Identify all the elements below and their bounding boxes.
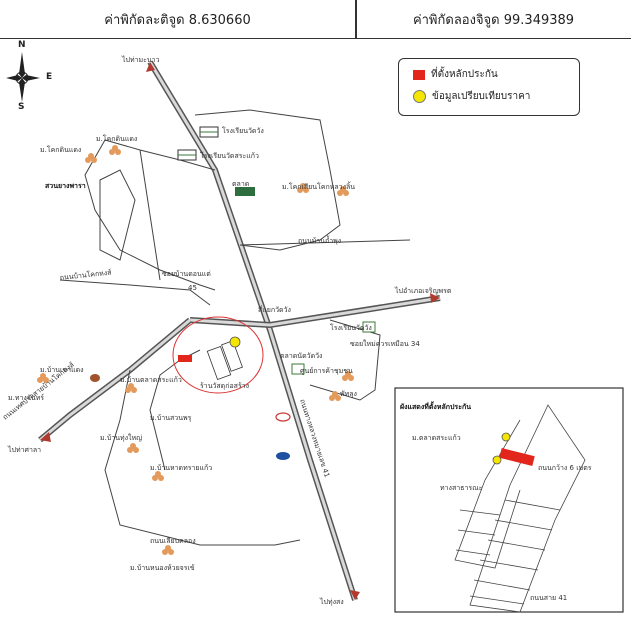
label-v-left2: ม.ทางจันทร์ <box>8 394 44 402</box>
east-road <box>189 295 441 329</box>
longitude-label: ค่าพิกัดลองจิจูด 99.349389 <box>412 12 575 28</box>
southwest-road <box>38 317 192 443</box>
inset-plots <box>454 404 586 613</box>
label-rubber: สวนยางพารา <box>45 182 86 190</box>
village-icons <box>37 145 354 555</box>
inset-title: ผังแสดงที่ตั้งหลักประกัน <box>400 400 471 411</box>
label-school-e: โรงเรียนวัดวัง <box>330 323 372 332</box>
legend-collateral-text: ที่ตั้งหลักประกัน <box>431 69 498 80</box>
label-coop: ศูนย์การค้าชุมชน <box>300 367 353 375</box>
collateral-buildings <box>206 340 243 381</box>
inset-marker-1 <box>501 432 511 442</box>
label-v-left4: ม.บ้านทุ่งใหญ่ <box>100 433 142 442</box>
label-v-bottom: ม.บ้านหนองห้วยจรเข้ <box>130 564 195 572</box>
inset-plan: ผังแสดงที่ตั้งหลักประกัน ม.ตลาดสระแก้ว ถ… <box>394 387 624 613</box>
inset-label: ทางสาธารณะ <box>440 484 483 492</box>
label-km: 45 <box>188 284 197 292</box>
label-school-top: โรงเรียนวัดวัง <box>222 126 264 135</box>
compass-icon <box>6 52 40 102</box>
label-road-sw: ถนนเทศบาลสายบ้านโคกหงส์ <box>1 360 77 422</box>
label-sw-end: ไปท่าศาลา <box>7 445 41 454</box>
label-bottom-end: ไปทุ่งสง <box>319 597 344 606</box>
inset-marker-2 <box>492 455 502 465</box>
label-shop2: ร้านวัสดุก่อสร้าง <box>200 382 249 390</box>
map-legend: ที่ตั้งหลักประกัน ข้อมูลเปรียบเทียบราคา <box>398 58 580 116</box>
label-soi-left: ซอยบ้านดอนแต่ <box>162 270 211 278</box>
minor-roads <box>59 109 411 546</box>
inset-collateral <box>499 448 535 466</box>
legend-comparable-text: ข้อมูลเปรียบเทียบราคา <box>432 91 531 102</box>
compass-north: N <box>18 40 26 50</box>
collateral-square-icon <box>413 69 425 80</box>
label-v-left1: ม.บ้านเขาแดง <box>40 366 84 374</box>
school-icons <box>177 126 376 375</box>
legend-comparable: ข้อมูลเปรียบเทียบราคา <box>413 89 530 104</box>
label-top-road: ไปท่ามะนาว <box>121 55 160 64</box>
inset-width: ถนนกว้าง 6 เมตร <box>538 464 592 472</box>
inset-village: ม.ตลาดสระแก้ว <box>412 434 461 442</box>
collateral-marker <box>178 355 192 362</box>
comparable-marker <box>229 336 241 348</box>
label-road-small: ถนนบ้านถ้ำพุง <box>298 234 341 245</box>
compass-east: E <box>46 72 53 82</box>
label-soi-e: ซอยใหม่ควรเหมือน 34 <box>350 339 420 348</box>
label-market: ตลาด <box>232 180 249 188</box>
main-highway <box>147 60 358 601</box>
collateral-area-circle <box>172 316 264 394</box>
label-school-mid: โรงเรียนวัดสระแก้ว <box>200 151 259 160</box>
landmark-logos <box>90 374 291 460</box>
map-text-labels: ไปท่ามะนาว โรงเรียนวัดวัง โรงเรียนวัดสระ… <box>1 55 452 606</box>
label-intersection: สี่แยกวัดวัง <box>258 305 291 314</box>
comparable-dot-icon <box>413 90 426 103</box>
location-map: ไปท่ามะนาว โรงเรียนวัดวัง โรงเรียนวัดสระ… <box>1 55 624 613</box>
label-to-east: ไปอำเภอเจริญพรต <box>394 286 452 295</box>
label-v-left3: ม.บ้านสวนพรุ <box>150 414 192 422</box>
compass-rose: N S E W <box>2 40 58 114</box>
legend-collateral: ที่ตั้งหลักประกัน <box>413 67 498 82</box>
label-road-left: ถนนบ้านโคกหงส์ <box>59 268 112 282</box>
label-shop1: พัทลุง <box>340 390 357 398</box>
label-village1: ม.โคกดินแดง <box>96 134 137 143</box>
label-village3: ม.โคกเสียนโคกหลวงลิ้น <box>282 180 355 191</box>
label-v-left6: ม.บ้านตลาดสระแก้ว <box>120 376 182 384</box>
label-road-s: ถนนเลียบคลอง <box>150 537 196 545</box>
label-market2: ตลาดนัดวัดวัง <box>280 352 322 360</box>
label-v-left5: ม.บ้านหาดทรายแก้ว <box>150 464 212 472</box>
header-divider <box>355 0 357 38</box>
road-arrows <box>40 62 440 600</box>
coordinates-header: ค่าพิกัดละติจูด 8.630660 ค่าพิกัดลองจิจู… <box>0 0 631 39</box>
compass-south: S <box>18 102 25 112</box>
latitude-label: ค่าพิกัดละติจูด 8.630660 <box>104 12 251 28</box>
inset-road: ถนนสาย 41 <box>530 594 567 602</box>
label-village2: ม.โคกดินแดง <box>40 145 81 154</box>
